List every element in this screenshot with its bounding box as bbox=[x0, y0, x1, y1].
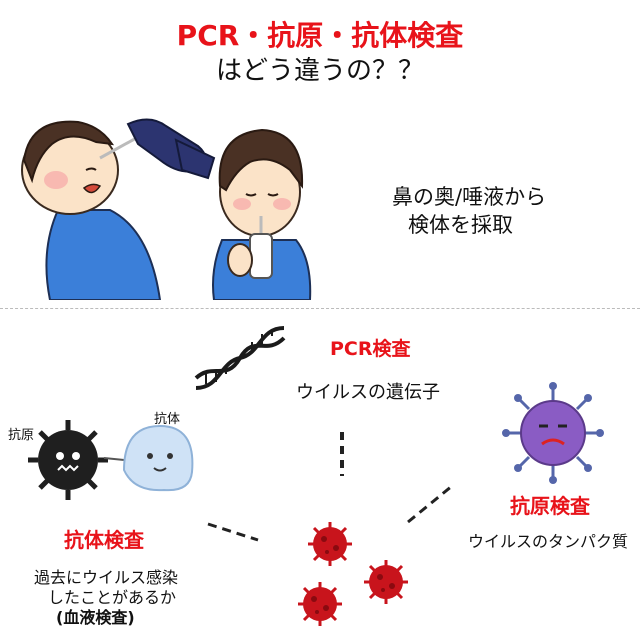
antibody-line1: 過去にウイルス感染 bbox=[34, 568, 179, 587]
antibody-line3: (血液検査) bbox=[56, 608, 135, 627]
gloved-hand bbox=[126, 118, 216, 180]
page-subtitle: はどう違うの？？ bbox=[215, 56, 424, 86]
section-divider bbox=[0, 308, 640, 309]
purple-virus-icon bbox=[502, 382, 604, 484]
pcr-heading: PCR検査 bbox=[330, 338, 411, 360]
pcr-description: ウイルスの遺伝子 bbox=[296, 382, 440, 403]
boy-nasal-swab bbox=[21, 120, 162, 300]
sampling-line1: 鼻の奥/唾液から bbox=[392, 185, 547, 209]
antigen-heading: 抗原検査 bbox=[510, 494, 590, 518]
antigen-germ-icon bbox=[28, 420, 108, 500]
title-red-part: PCR・抗原・抗体検査 bbox=[176, 19, 464, 52]
antigen-description: ウイルスのタンパク質 bbox=[468, 532, 629, 551]
label-antibody: 抗体 bbox=[154, 412, 181, 427]
pcr-connector bbox=[340, 432, 344, 476]
label-antigen: 抗原 bbox=[8, 428, 35, 443]
virus-cluster-icon bbox=[296, 520, 410, 628]
sampling-illustration bbox=[21, 118, 312, 300]
antibody-heading: 抗体検査 bbox=[64, 528, 144, 552]
sampling-line2: 検体を採取 bbox=[408, 213, 513, 237]
antigen-antibody-illustration bbox=[28, 420, 194, 500]
antibody-line2: したことがあるか bbox=[48, 588, 177, 607]
antibody-connector bbox=[207, 522, 259, 542]
boy-saliva bbox=[212, 128, 312, 300]
page-title: PCR・抗原・抗体検査 bbox=[0, 14, 640, 54]
antibody-blob-icon bbox=[122, 424, 194, 492]
dna-icon bbox=[194, 326, 286, 390]
